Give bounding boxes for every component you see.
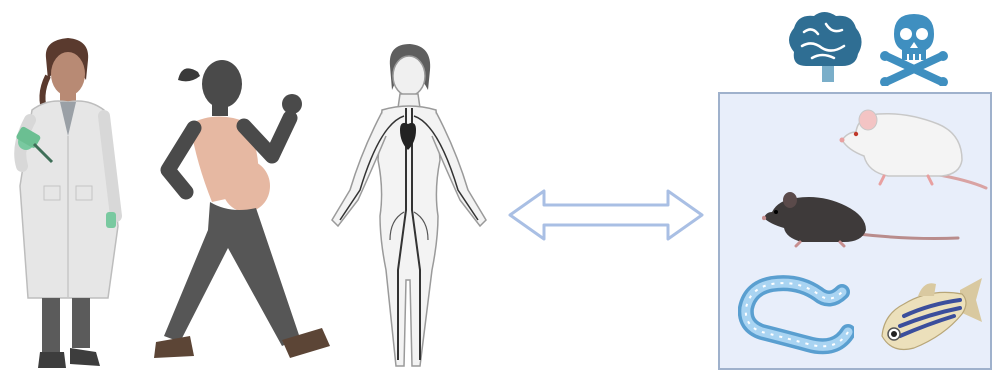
black-mouse-icon (762, 188, 962, 248)
white-rat-icon (838, 102, 988, 192)
scientist-icon (8, 36, 128, 374)
brain-icon (782, 10, 866, 86)
nematode-worm-icon (738, 274, 854, 356)
zebrafish-icon (874, 274, 984, 356)
model-organisms-panel (718, 92, 992, 370)
double-headed-arrow-icon (508, 188, 704, 242)
skull-crossbones-icon (880, 12, 948, 86)
female-circulatory-system-icon (320, 40, 498, 370)
pregnant-woman-walking-icon (150, 52, 340, 374)
